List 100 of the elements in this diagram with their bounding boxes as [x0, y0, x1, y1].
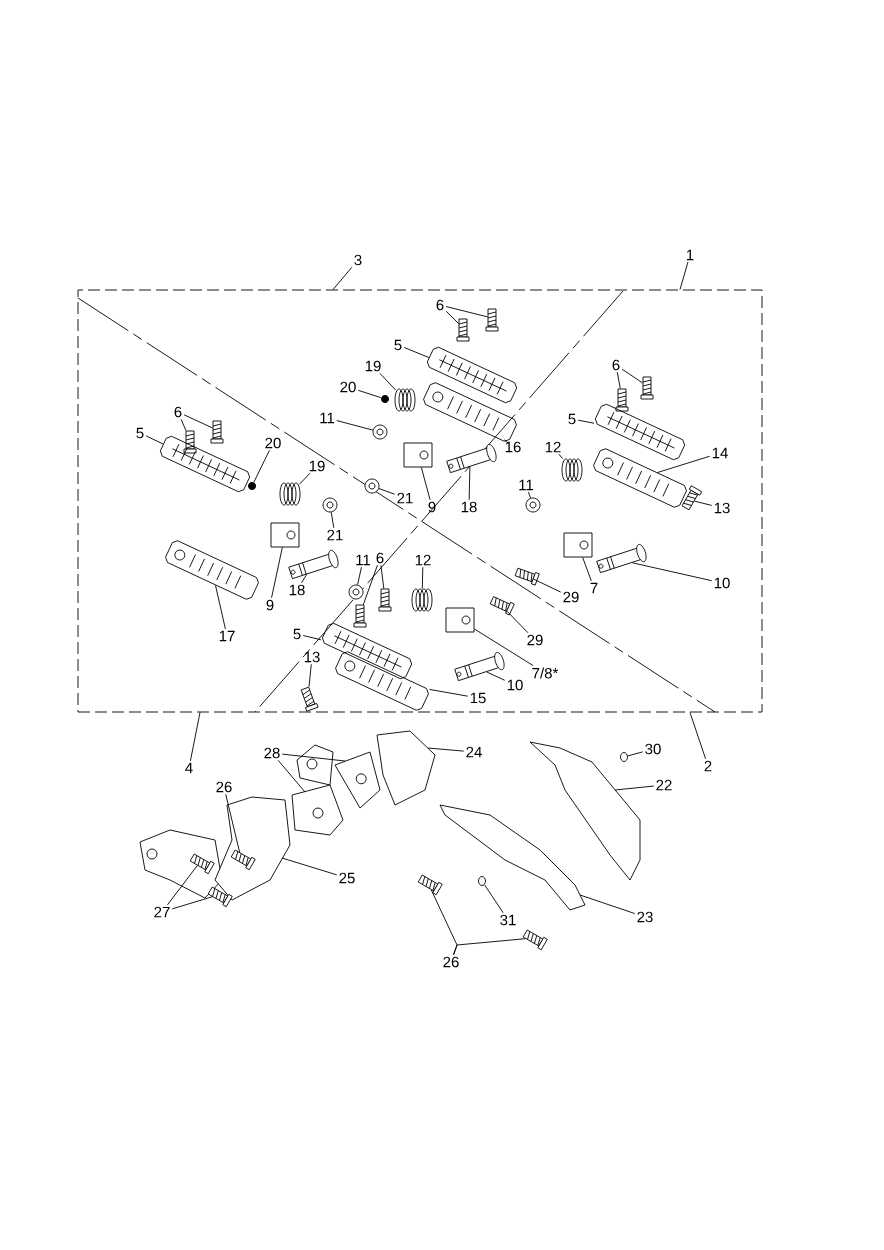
leader-line — [189, 712, 201, 762]
callout-number: 28 — [264, 747, 280, 759]
leader-line — [180, 418, 187, 431]
callout-number: 2 — [704, 760, 712, 772]
leader-line — [503, 439, 509, 444]
leader-line — [421, 566, 424, 589]
callout-number: 7/8* — [532, 667, 559, 679]
leader-line — [271, 547, 283, 599]
washer — [364, 478, 380, 494]
callout-number: 17 — [219, 630, 235, 642]
leader-line — [167, 865, 198, 906]
screw — [456, 318, 470, 342]
leader-line — [533, 578, 562, 593]
callout-number: 16 — [505, 441, 521, 453]
leader-line — [579, 894, 636, 914]
callout-number: 26 — [443, 956, 459, 968]
screw — [615, 388, 629, 412]
callout-number: 10 — [507, 679, 523, 691]
leader-line — [145, 435, 164, 445]
callout-number: 25 — [339, 872, 355, 884]
bracket — [376, 730, 436, 806]
screw — [183, 430, 197, 454]
leader-line — [679, 261, 689, 290]
footpeg — [593, 448, 687, 508]
callout-number: 5 — [136, 427, 144, 439]
callout-number: 4 — [185, 762, 193, 774]
footpeg-rubber — [426, 346, 518, 404]
leader-line — [302, 635, 322, 641]
pivot-pin — [596, 543, 647, 574]
leader-line — [582, 557, 592, 582]
leader-line — [357, 389, 382, 399]
leader-line — [577, 419, 595, 424]
leader-line — [427, 747, 465, 752]
spring — [394, 388, 416, 412]
callout-number: 29 — [563, 591, 579, 603]
leader-line — [621, 368, 643, 384]
callout-number: 6 — [376, 552, 384, 564]
callout-number: 7 — [590, 582, 598, 594]
leader-line — [281, 753, 346, 762]
screw — [230, 849, 256, 871]
pivot-block — [563, 532, 593, 558]
screw — [681, 485, 703, 511]
leader-line — [445, 310, 459, 324]
callout-number: 11 — [519, 479, 534, 491]
callout-number: 9 — [428, 501, 436, 513]
leader-line — [657, 455, 711, 473]
bracket — [439, 804, 586, 911]
screw — [300, 686, 319, 712]
gasket — [334, 751, 381, 809]
leader-line — [357, 566, 362, 586]
washer — [525, 497, 541, 513]
callout-number: 24 — [466, 746, 482, 758]
washer — [348, 584, 364, 600]
callout-number: 5 — [394, 339, 402, 351]
leader-line — [378, 488, 396, 495]
callout-number: 6 — [174, 406, 182, 418]
leader-line — [332, 266, 353, 290]
footpeg-rubber — [594, 403, 686, 461]
callout-number: 12 — [545, 441, 561, 453]
callout-number: 15 — [470, 692, 486, 704]
o-ring — [620, 752, 628, 762]
callout-number: 21 — [327, 529, 343, 541]
screw — [207, 886, 233, 908]
screw — [210, 420, 224, 444]
bracket — [139, 796, 291, 901]
leader-line — [183, 414, 213, 429]
pivot-pin — [288, 549, 339, 580]
callout-number: 3 — [354, 254, 362, 266]
leader-line — [506, 610, 529, 634]
pivot-block — [270, 522, 300, 548]
callout-number: 31 — [500, 914, 516, 926]
callout-number: 20 — [265, 437, 281, 449]
leader-line — [484, 884, 504, 914]
callout-number: 13 — [714, 502, 730, 514]
callout-number: 5 — [293, 628, 301, 640]
callout-number: 11 — [320, 412, 335, 424]
leader-line — [277, 759, 306, 793]
spring — [561, 458, 583, 482]
leader-line — [689, 712, 707, 760]
washer — [322, 497, 338, 513]
callout-number: 13 — [304, 651, 320, 663]
leader-line — [362, 564, 378, 605]
leader-line — [403, 347, 430, 358]
leader-line — [528, 491, 531, 499]
leader-line — [445, 306, 488, 318]
callout-number: 19 — [309, 460, 325, 472]
pivot-block — [403, 442, 433, 468]
screw — [378, 588, 392, 612]
footpeg — [335, 651, 429, 711]
footpeg-rubber — [159, 435, 251, 493]
leader-line — [631, 562, 713, 582]
callout-number: 30 — [645, 743, 661, 755]
leader-line — [301, 574, 308, 584]
screw — [353, 604, 367, 628]
pivot-pin — [446, 443, 497, 474]
leader-line — [486, 671, 506, 681]
leader-line — [558, 453, 563, 459]
screw — [514, 567, 540, 586]
gasket — [291, 784, 344, 836]
spring — [411, 588, 433, 612]
